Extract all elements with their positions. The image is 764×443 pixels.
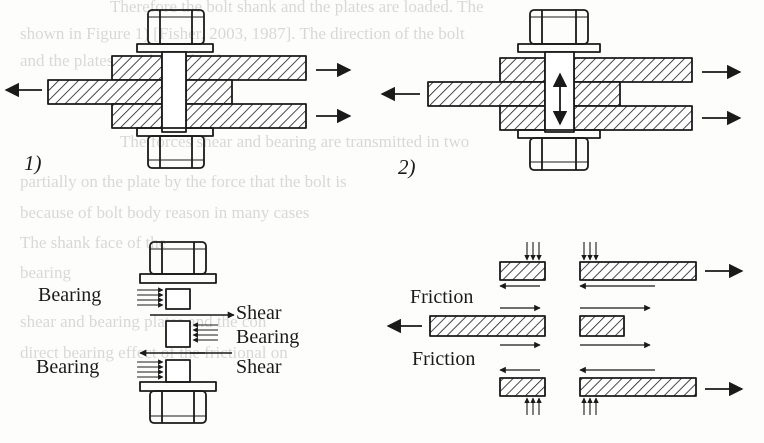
plate-top-right	[573, 57, 693, 83]
bearing-pressure-arrows-bottom	[137, 359, 164, 380]
bolt-head	[147, 9, 205, 45]
panel-1-bearing-joint	[4, 9, 352, 169]
shear-label-top: Shear	[236, 302, 282, 324]
background-text-line: The shank face of the	[20, 233, 167, 252]
plate-bottom-right	[573, 105, 693, 131]
washer-top	[139, 273, 217, 284]
plate-top-left	[499, 57, 546, 83]
bolt-head	[529, 9, 589, 45]
panel-4-plate-free-body	[386, 242, 744, 415]
bearing-label-top: Bearing	[38, 284, 102, 306]
plate-middle-left	[429, 315, 546, 337]
shank-segment-bottom	[165, 359, 191, 383]
friction-label-top: Friction	[410, 286, 474, 308]
panel-3-bolt-free-body	[137, 241, 235, 424]
plate-top-right	[185, 55, 307, 81]
plate-bottom-left	[499, 377, 546, 397]
bolt-nut	[149, 390, 207, 424]
background-text-line: shown in Figure 1) [Fisher, 2003, 1987].…	[20, 24, 465, 43]
panel-2-label: 2)	[398, 155, 416, 179]
washer-top	[517, 43, 601, 53]
shank-segment-top	[165, 288, 191, 310]
clamp-pressure-arrows-bottom	[524, 397, 599, 415]
plate-top-left	[499, 261, 546, 281]
plate-bottom-left	[499, 105, 546, 131]
plate-middle-right	[573, 81, 621, 107]
bolt-nut	[529, 137, 589, 171]
washer-top	[136, 43, 214, 53]
washer-bottom	[139, 381, 217, 392]
background-text-line: because of bolt body reason in many case…	[20, 203, 310, 222]
bolt-head	[149, 241, 207, 275]
background-text-line: bearing	[20, 263, 71, 282]
shank-segment-middle	[165, 320, 191, 348]
background-text-line: shear and bearing plates and the con	[20, 312, 267, 331]
friction-arrows	[499, 282, 655, 374]
bearing-pressure-arrows-top	[137, 287, 164, 308]
clamp-pressure-arrows-top	[524, 242, 599, 261]
plate-bottom-left	[111, 103, 163, 129]
plate-middle-left	[47, 79, 163, 105]
panel-2-friction-joint	[380, 9, 742, 171]
plate-middle-right	[185, 79, 233, 105]
bearing-pressure-arrows-middle	[192, 322, 218, 343]
bearing-label-middle: Bearing	[236, 326, 300, 348]
bearing-label-bottom: Bearing	[36, 356, 100, 378]
panel-1-label: 1)	[24, 151, 42, 175]
plate-middle-right	[579, 315, 625, 337]
plate-bottom-right	[185, 103, 307, 129]
background-text-line: partially on the plate by the force that…	[20, 172, 347, 191]
plate-middle-left	[427, 81, 546, 107]
bolt-nut	[147, 135, 205, 169]
shear-label-bottom: Shear	[236, 356, 282, 378]
plate-bottom-right	[579, 377, 697, 397]
friction-label-bottom: Friction	[412, 348, 476, 370]
plate-top-left	[111, 55, 163, 81]
bolt-shank	[161, 51, 187, 133]
plate-top-right	[579, 261, 697, 281]
